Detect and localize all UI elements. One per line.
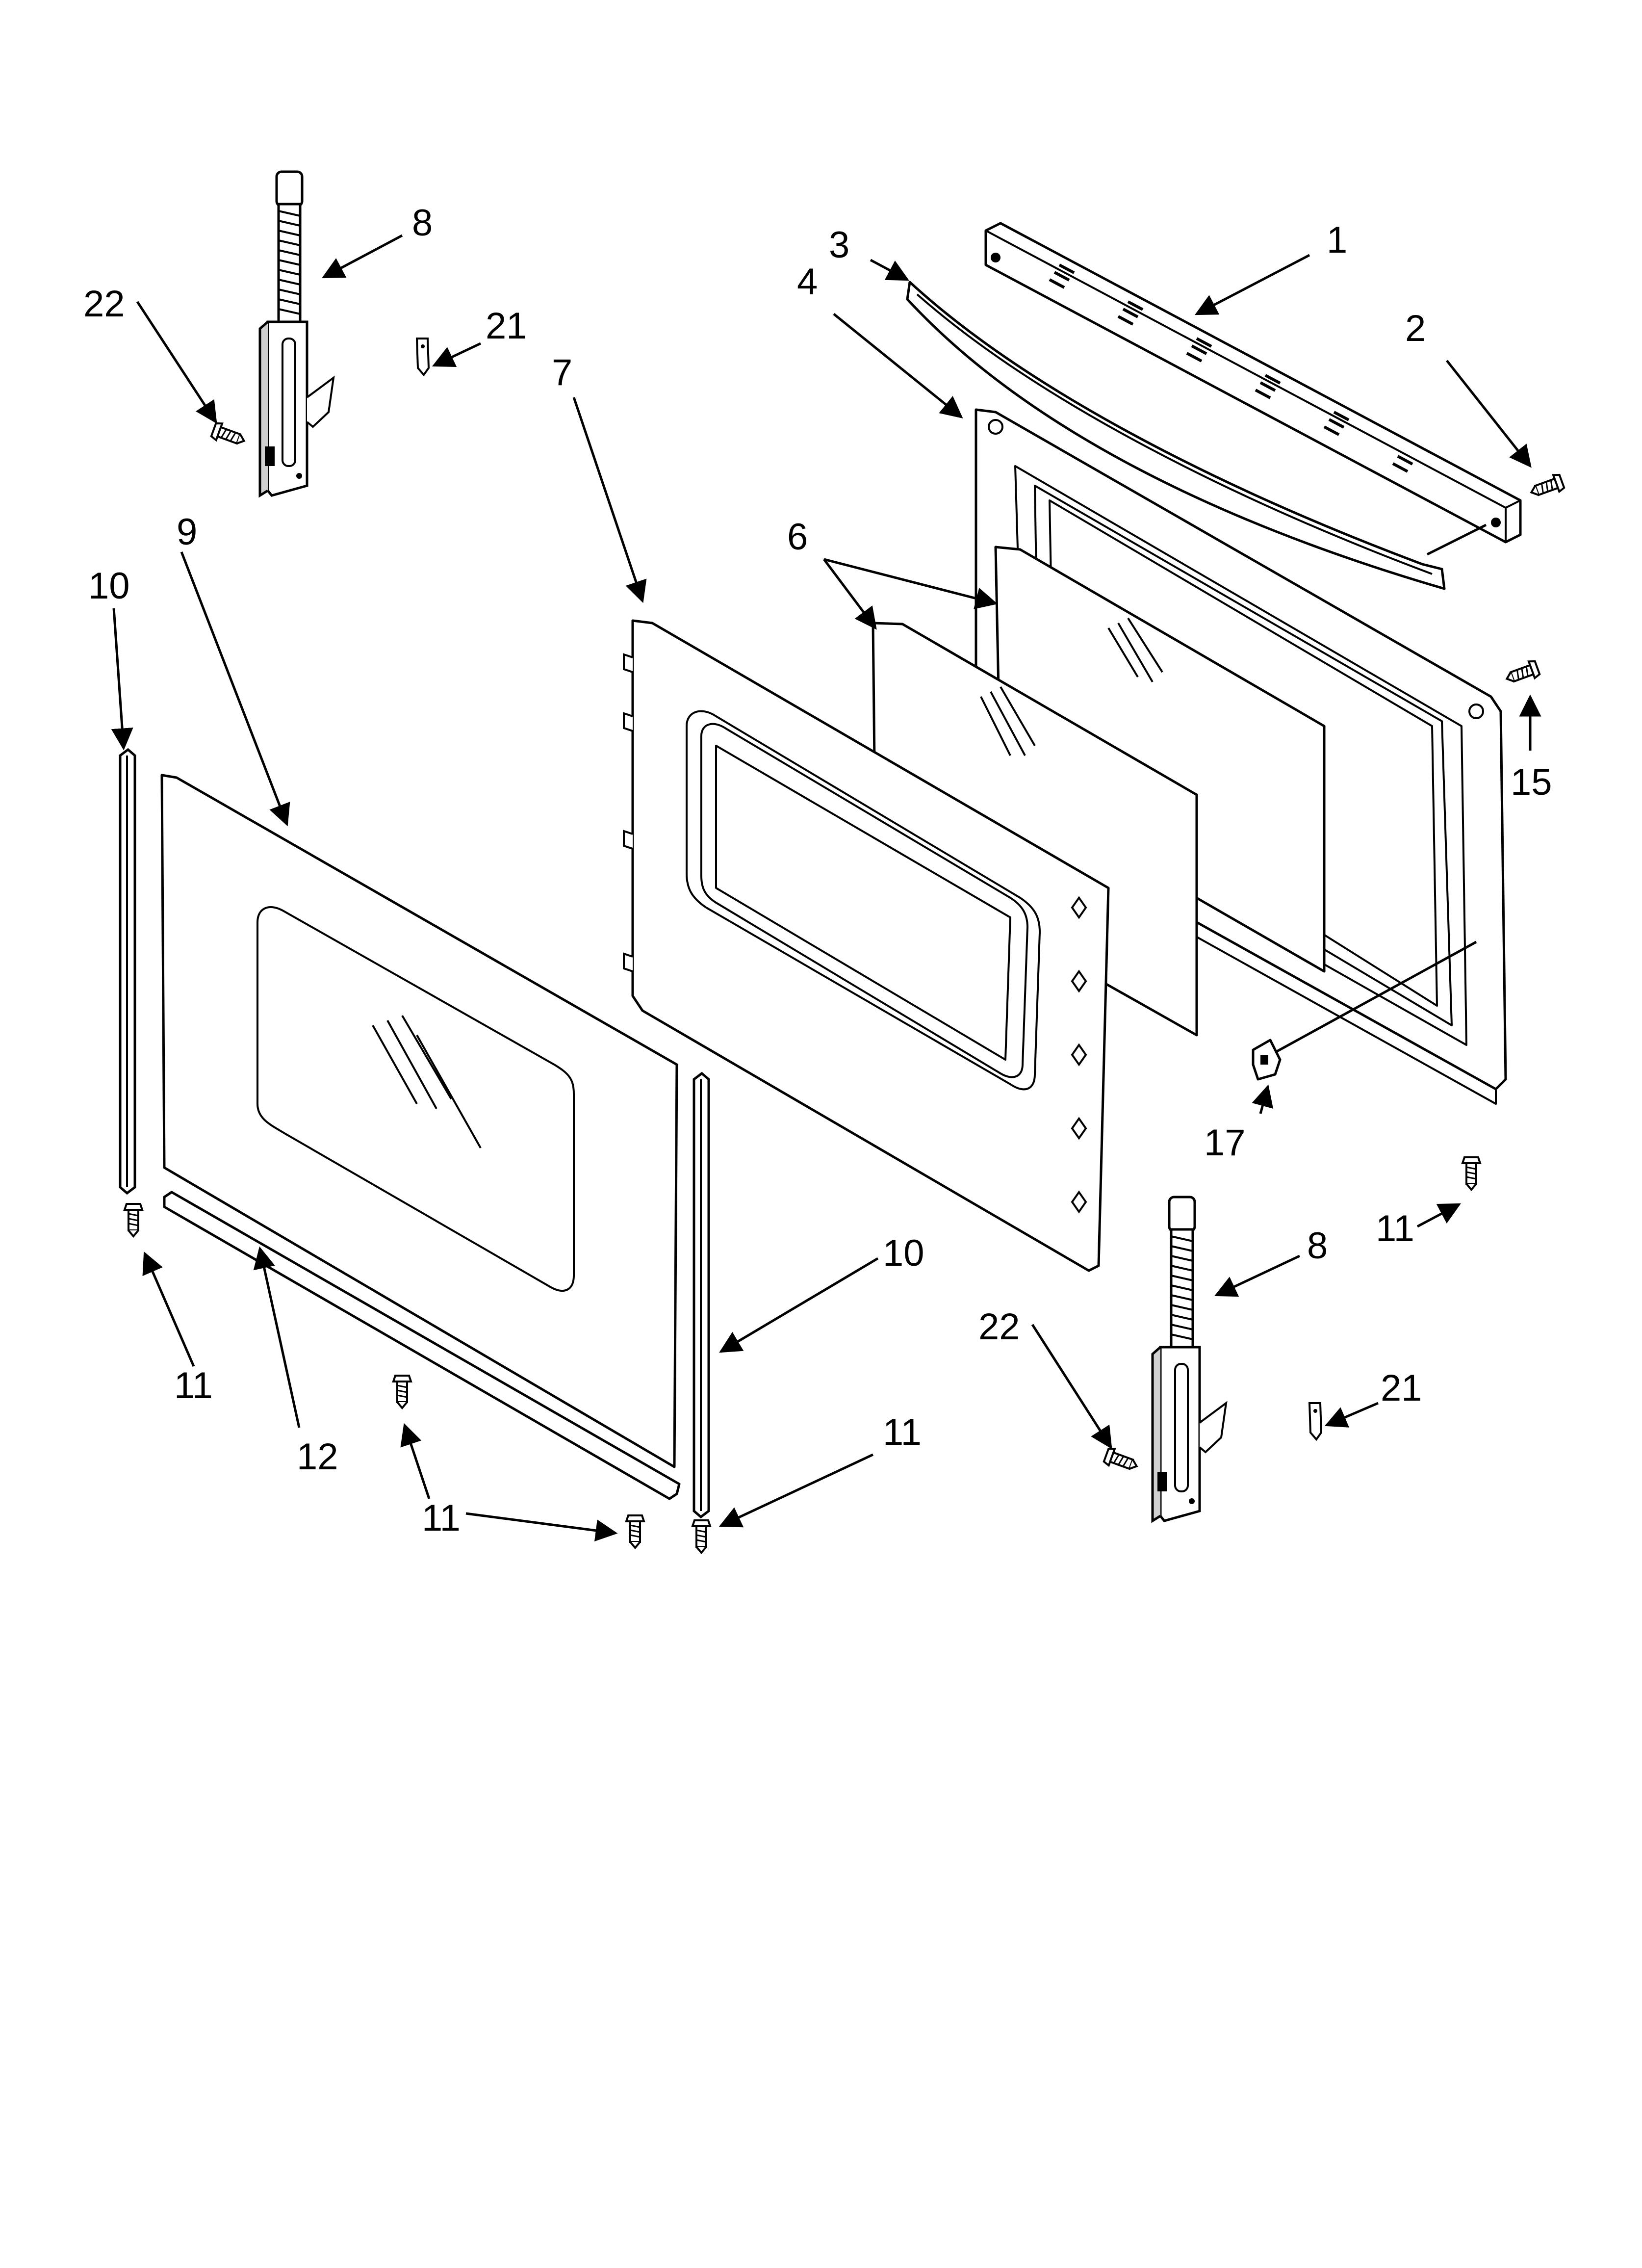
vent-trim-part	[984, 222, 1522, 544]
screw-15	[1503, 658, 1541, 688]
callout-3: 3	[829, 224, 849, 266]
callout-10-left: 10	[88, 565, 130, 607]
callout-1: 1	[1327, 219, 1347, 261]
screw-11-door	[692, 1519, 711, 1554]
screw-11-mid	[392, 1375, 412, 1409]
callout-21-bottom: 21	[1381, 1367, 1422, 1409]
outer-door-glass-part	[160, 774, 678, 1468]
hinge-bottom	[1153, 1197, 1226, 1521]
callout-22-bottom: 22	[978, 1306, 1020, 1348]
callout-8-top: 8	[412, 202, 433, 244]
hinge-clip-top	[416, 338, 430, 376]
callout-11-right: 11	[883, 1411, 922, 1453]
callout-6: 6	[787, 516, 808, 558]
callout-4: 4	[797, 261, 818, 303]
callout-2: 2	[1405, 308, 1426, 349]
callout-9: 9	[177, 511, 197, 553]
callout-labels: 1 2 3 4 6 7 8 8 9 10 10 11 11 11 11 12 1…	[83, 202, 1552, 1539]
screw-22-bottom	[1102, 1446, 1141, 1476]
side-channel-right	[694, 1073, 709, 1517]
screw-11-right	[625, 1514, 645, 1549]
screw-22-top	[209, 420, 248, 450]
callout-8-bottom: 8	[1307, 1225, 1328, 1267]
callout-12: 12	[297, 1436, 338, 1478]
bottom-trim-part	[163, 1191, 681, 1500]
callout-17: 17	[1204, 1122, 1246, 1164]
hinge-top	[260, 172, 334, 495]
door-frame-part	[623, 619, 1110, 1272]
callout-15: 15	[1511, 761, 1552, 803]
callout-21-top: 21	[486, 305, 527, 347]
callout-22-top: 22	[83, 283, 125, 325]
screw-11-left	[124, 1203, 143, 1237]
callout-7: 7	[552, 352, 572, 393]
door-handle-part	[906, 281, 1446, 590]
screw-2	[1527, 472, 1566, 502]
side-channel-left	[120, 750, 135, 1193]
callout-10-right: 10	[883, 1232, 924, 1274]
callout-11-mid: 11	[422, 1497, 461, 1539]
screw-11-far-right	[1462, 1156, 1481, 1191]
callout-11-far-right: 11	[1376, 1208, 1414, 1250]
hinge-clip-bottom	[1308, 1402, 1322, 1440]
clip-17-part	[1252, 1039, 1282, 1081]
leader-lines	[111, 234, 1541, 1542]
callout-11-left: 11	[174, 1365, 213, 1407]
